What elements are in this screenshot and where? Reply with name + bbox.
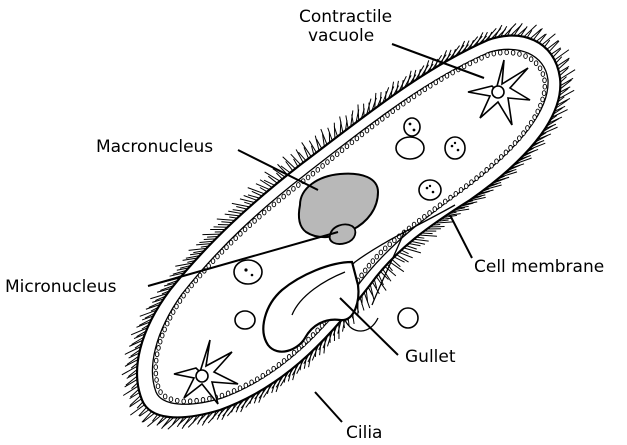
label-cell-membrane: Cell membrane [474, 257, 604, 277]
label-micronucleus: Micronucleus [5, 277, 117, 297]
label-cilia: Cilia [346, 423, 382, 443]
label-contractile-vacuole-line1: Contractile [299, 7, 392, 27]
label-gullet: Gullet [405, 347, 456, 367]
label-macronucleus: Macronucleus [96, 137, 213, 157]
label-contractile-vacuole-line2: vacuole [308, 26, 374, 46]
